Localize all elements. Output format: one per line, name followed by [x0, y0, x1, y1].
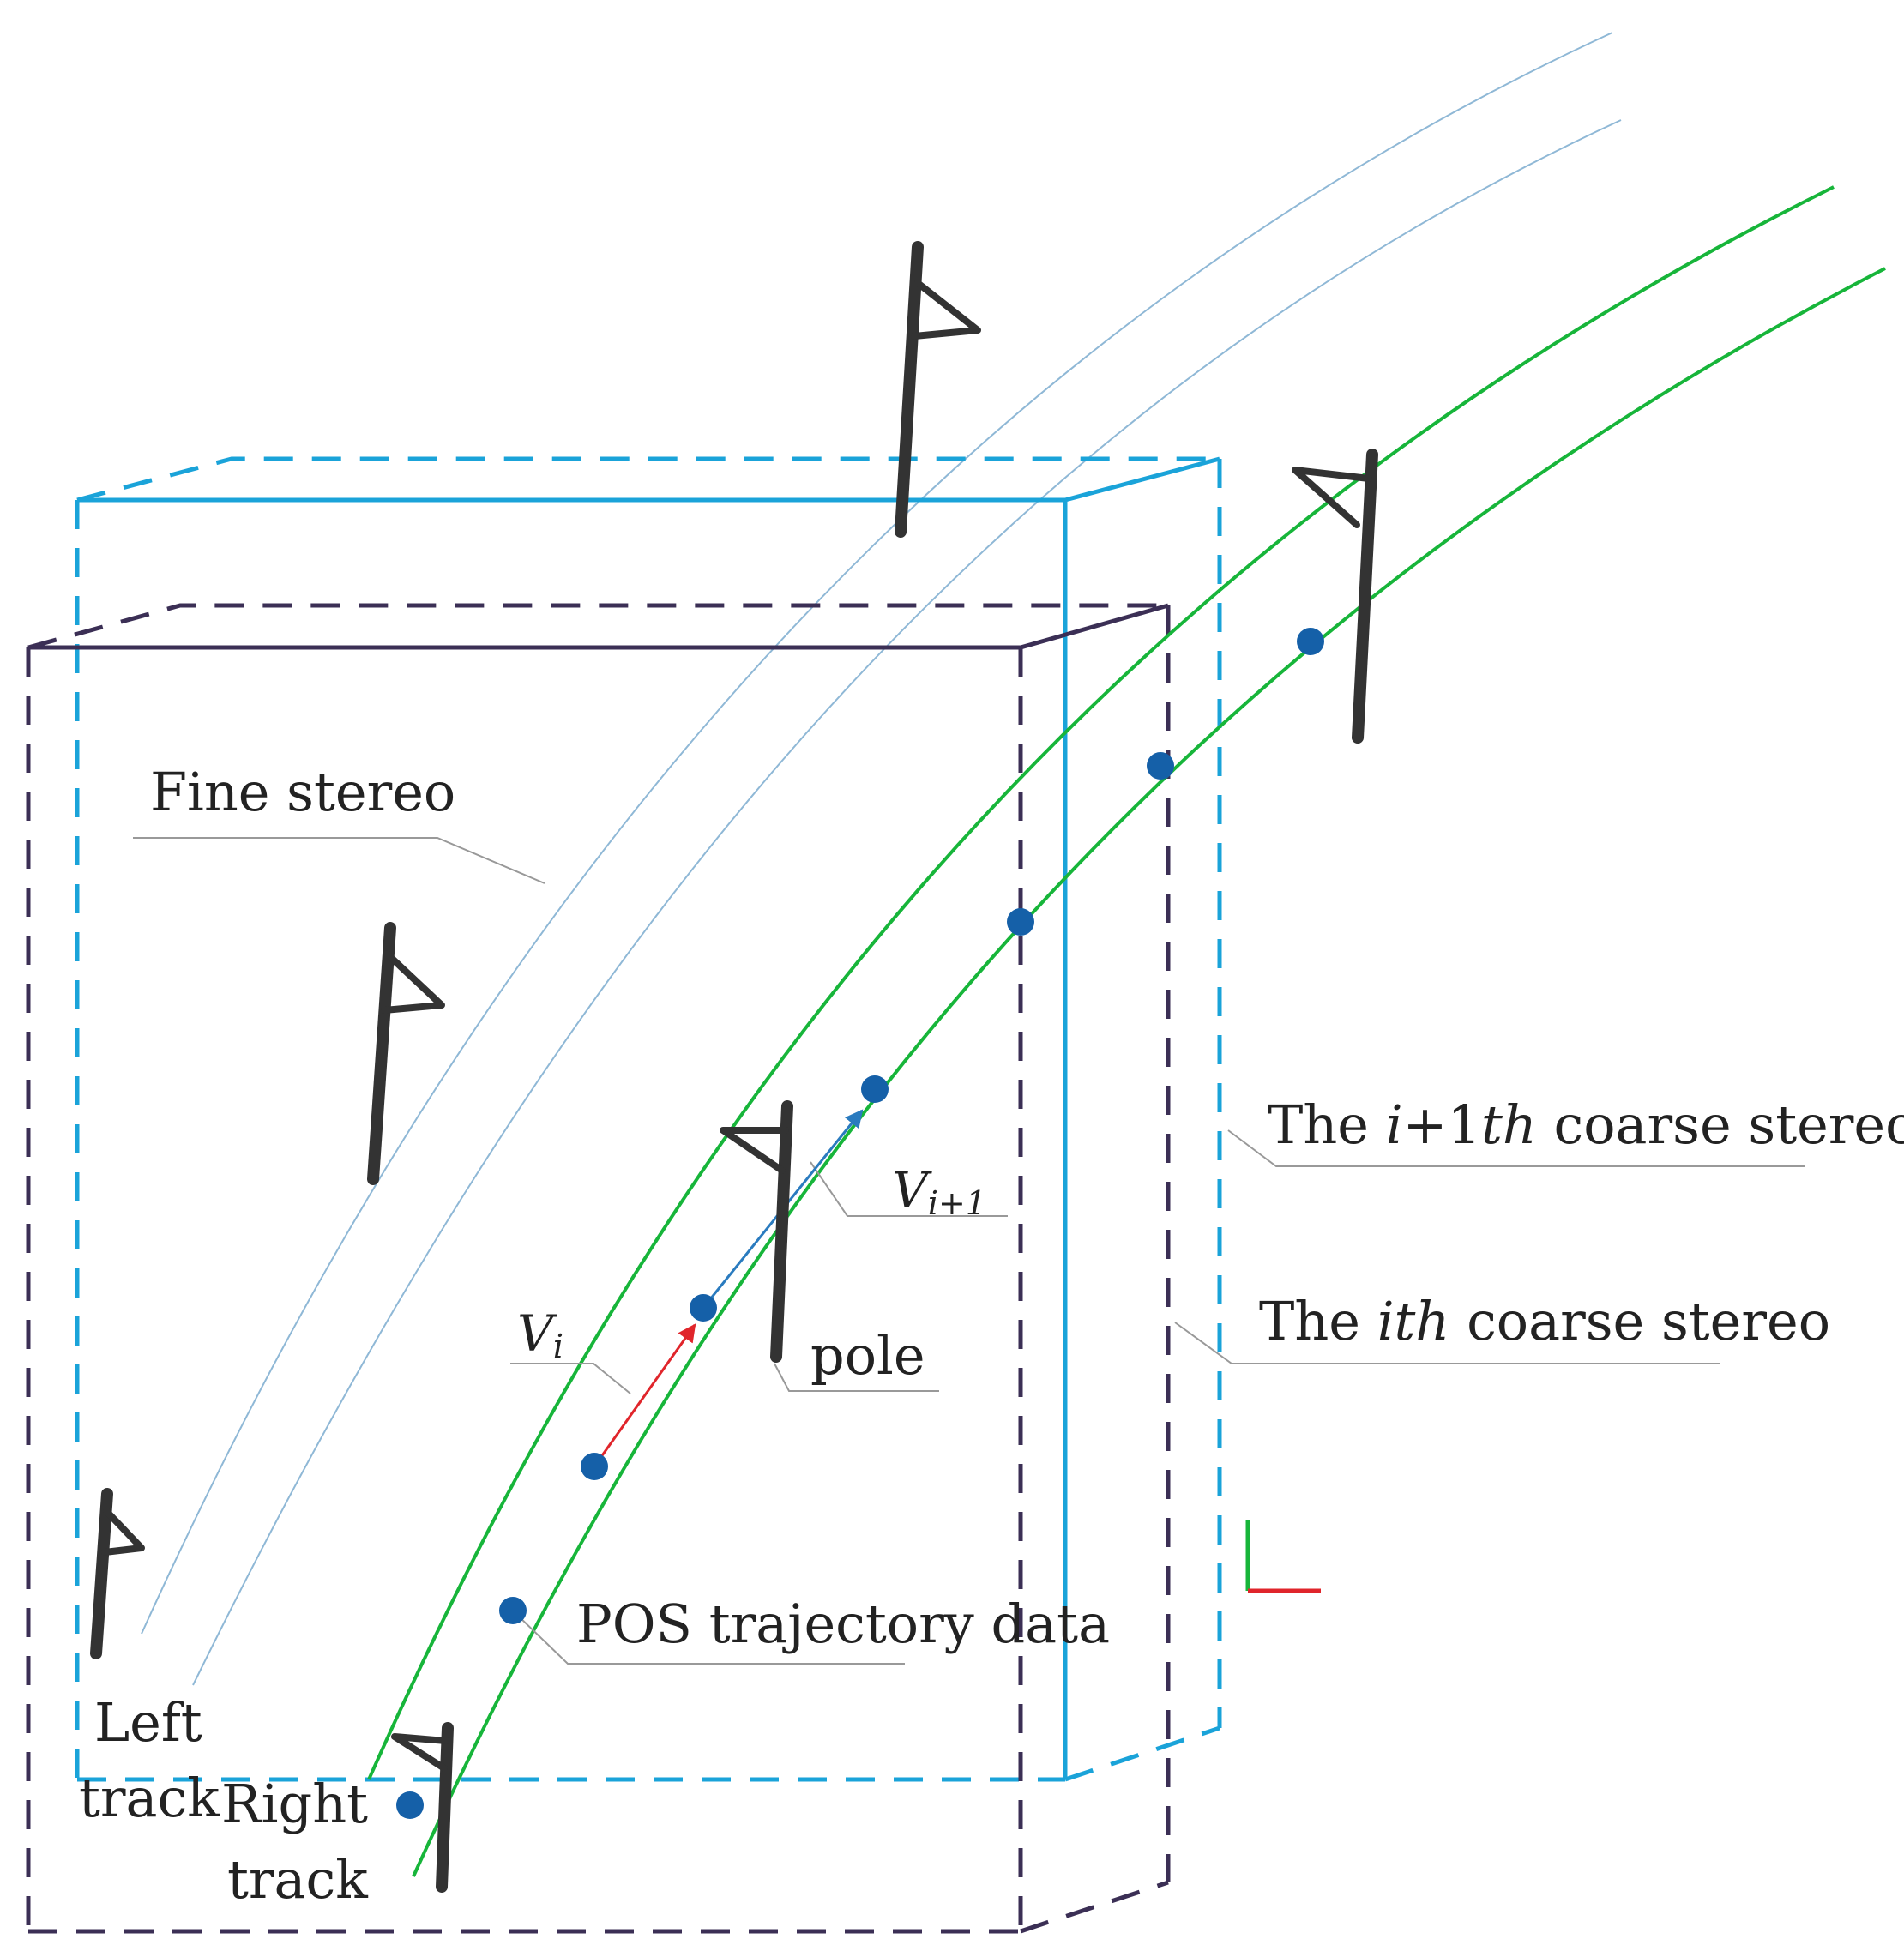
ith-coarse-stereo-box [26, 603, 1171, 1934]
label-right-track-1: Right [221, 1773, 368, 1835]
label-v-i: Vi [517, 1304, 563, 1365]
trajectory-point-icon [396, 1791, 424, 1819]
right-track-rail [412, 267, 1886, 1877]
box-ith-back-top-dashed [27, 603, 1168, 650]
box-next-top-back [77, 459, 1220, 500]
trajectory-point-icon [499, 1597, 527, 1624]
leader-lines [133, 837, 1805, 1665]
fine-stereo-curves [141, 32, 1622, 1686]
vector-v-i [593, 1323, 696, 1467]
velocity-vectors [593, 1109, 864, 1467]
label-left-track-1: Left [94, 1691, 202, 1754]
label-next-coarse-stereo: The i+1th coarse stereo [1268, 1093, 1904, 1156]
box-next-back-top-dashed [76, 456, 1220, 503]
tracks [367, 185, 1886, 1877]
fine-curve-outer [141, 32, 1613, 1635]
pole-flag-icon [391, 1722, 454, 1893]
left-track-rail [367, 185, 1835, 1780]
label-right-track-2: track [227, 1848, 368, 1911]
trajectory-point-icon [690, 1294, 717, 1322]
trajectory-point-icon [861, 1075, 889, 1103]
label-pos-trajectory: POS trajectory data [576, 1593, 1110, 1655]
label-pole: pole [810, 1324, 925, 1387]
leader-next-coarse [1227, 1129, 1805, 1167]
next-coarse-stereo-box [75, 456, 1222, 1782]
pos-trajectory-points [396, 628, 1324, 1819]
pole-flag-icon [1292, 449, 1378, 744]
leader-v-i [510, 1363, 631, 1394]
pole-flag-icon [367, 922, 445, 1185]
label-left-track-2: track [79, 1767, 220, 1829]
box-ith-top-right-diag [1020, 603, 1169, 650]
leader-pole [774, 1363, 939, 1392]
trajectory-point-icon [581, 1453, 608, 1480]
leader-pos [518, 1616, 905, 1665]
label-fine-stereo: Fine stereo [150, 761, 455, 823]
leader-v-next [810, 1161, 1008, 1217]
poles [90, 241, 1378, 1893]
pole-flag-icon [90, 1488, 145, 1659]
pole-flag-icon [895, 241, 981, 538]
box-next-bottom-right-dashed [1064, 1725, 1220, 1782]
box-ith-bottom-right-dashed [1020, 1880, 1169, 1934]
trajectory-point-icon [1147, 752, 1174, 780]
label-v-next: Vi+1 [892, 1161, 986, 1222]
pole-flag-icon [720, 1100, 793, 1363]
trajectory-point-icon [1297, 628, 1324, 655]
trajectory-point-icon [1007, 908, 1034, 936]
axis-icon [1245, 1520, 1321, 1593]
box-next-top-right-diag [1064, 456, 1220, 503]
leader-ith-coarse [1174, 1322, 1720, 1364]
label-ith-coarse-stereo: The ith coarse stereo [1259, 1290, 1830, 1352]
fine-curve-inner [192, 119, 1622, 1686]
leader-fine-stereo [133, 837, 545, 884]
